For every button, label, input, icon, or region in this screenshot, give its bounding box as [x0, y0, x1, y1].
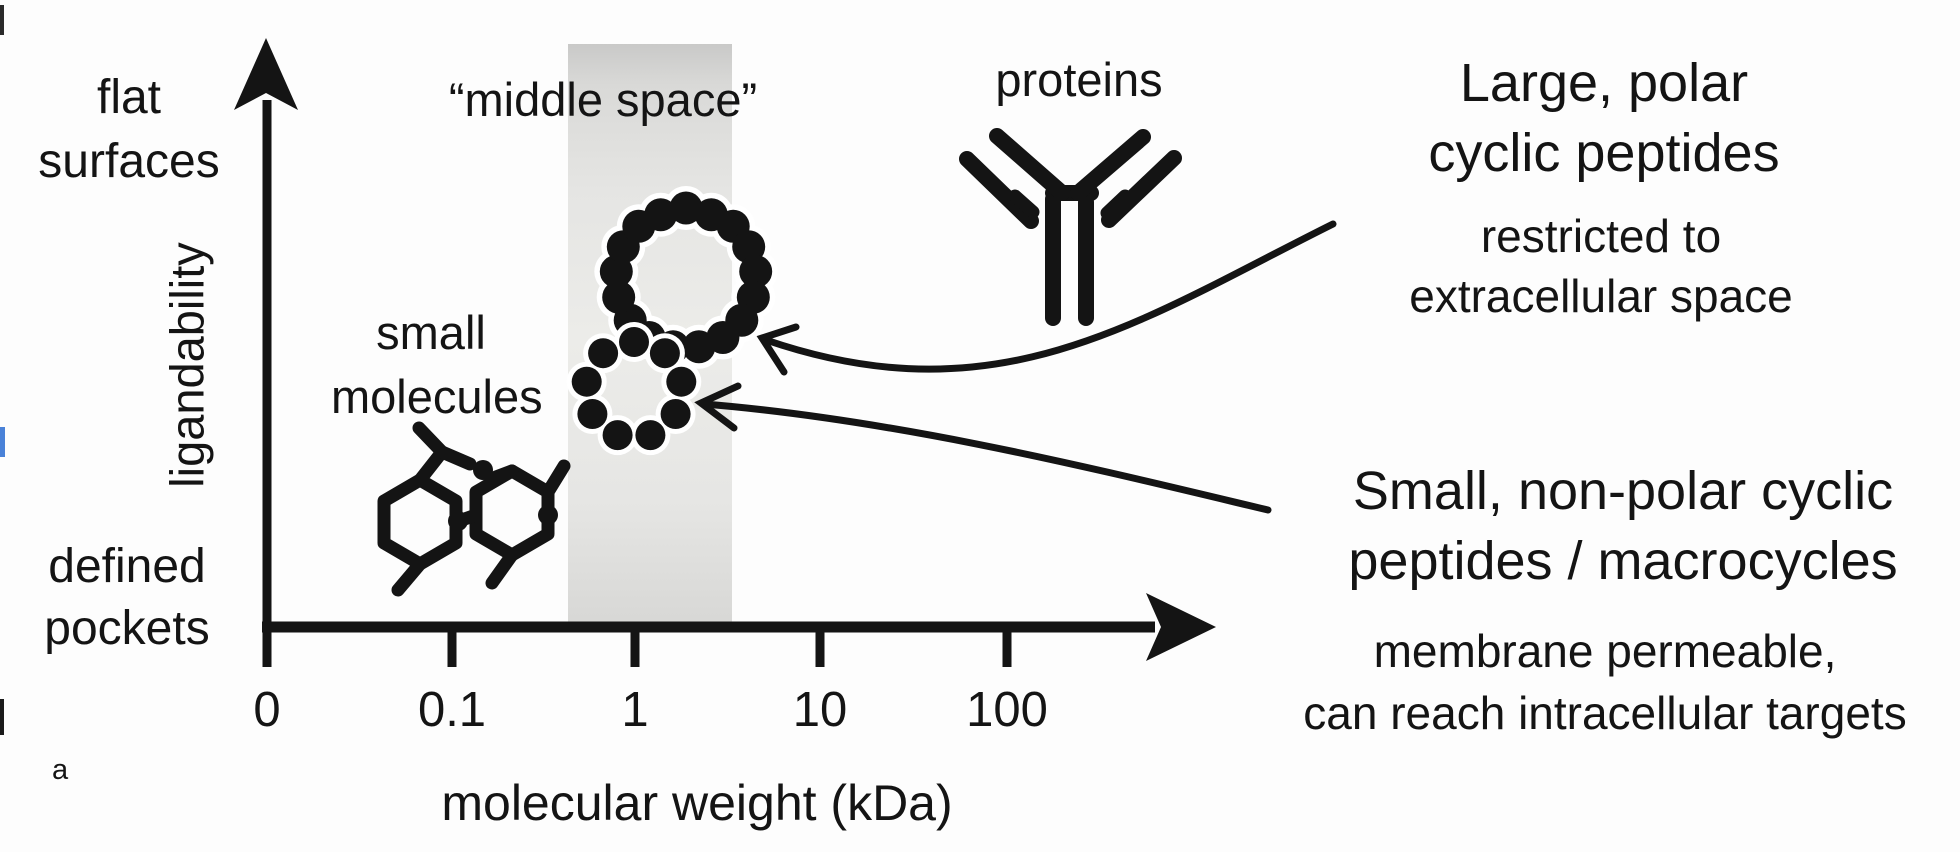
antibody-icon	[959, 128, 1182, 326]
small-cyclic-peptide-ring-icon	[566, 322, 702, 456]
annotation-large-polar-title: Large, polar cyclic peptides	[1428, 53, 1780, 183]
annotation-small-nonpolar-title: Small, non-polar cyclic peptides / macro…	[1348, 461, 1898, 591]
middle-space-label: “middle space”	[448, 73, 758, 126]
edge-artifact-dark-top	[0, 5, 4, 35]
proteins-label: proteins	[995, 53, 1163, 106]
x-tick-1: 1	[621, 683, 649, 737]
edge-artifact-blue	[0, 427, 5, 457]
x-axis	[262, 593, 1216, 667]
annotation-large-polar-note: restricted to extracellular space	[1409, 210, 1793, 322]
annotation-small-nonpolar-note: membrane permeable, can reach intracellu…	[1303, 625, 1907, 739]
callout-arrow-small-icon	[694, 382, 1272, 514]
x-tick-100: 100	[966, 683, 1048, 737]
y-axis-arrowhead-icon	[234, 38, 298, 110]
panel-letter: a	[52, 754, 69, 786]
edge-artifact-dark-bottom	[0, 699, 4, 735]
x-tick-0: 0	[253, 683, 281, 737]
y-axis-title: ligandability	[160, 242, 214, 488]
callout-arrow-large-icon	[756, 220, 1337, 376]
y-axis	[234, 38, 298, 667]
x-axis-arrowhead-icon	[1146, 593, 1216, 661]
x-axis-title: molecular weight (kDa)	[441, 775, 953, 831]
y-axis-high-label: flat surfaces	[38, 71, 220, 188]
small-molecules-label: small molecules	[331, 306, 543, 423]
x-tick-0.1: 0.1	[417, 683, 487, 737]
large-cyclic-peptide-ring-icon	[594, 186, 778, 369]
edge-artifacts	[0, 5, 5, 735]
small-molecule-structure-icon	[377, 421, 571, 597]
x-tick-10: 10	[792, 683, 848, 737]
y-axis-low-label: defined pockets	[44, 540, 210, 655]
